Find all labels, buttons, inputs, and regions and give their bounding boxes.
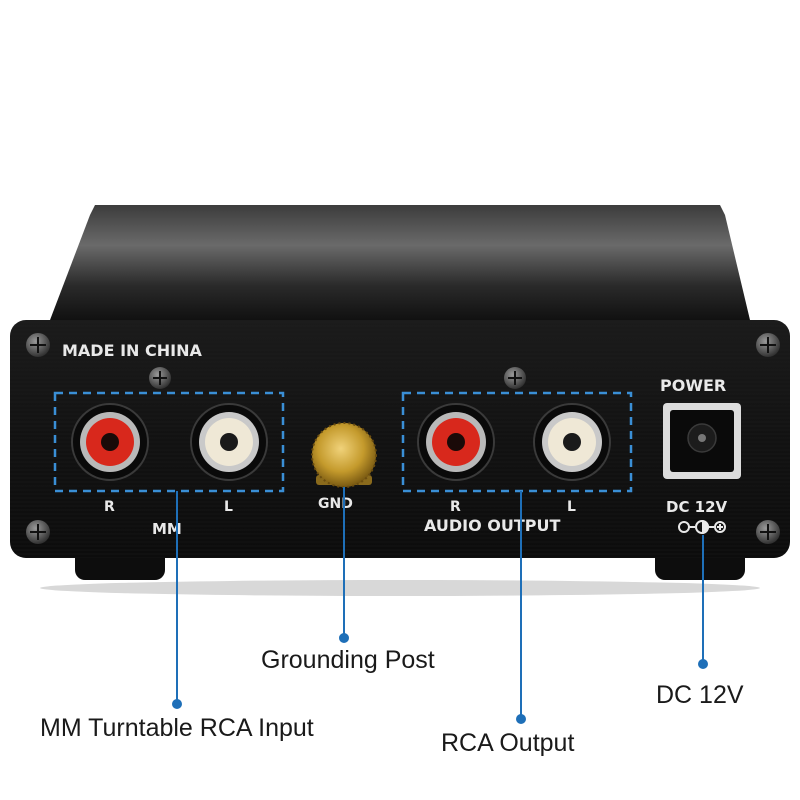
screw-icon <box>26 520 50 544</box>
ground-post-icon <box>311 422 377 488</box>
screw-icon <box>756 333 780 357</box>
mm-left-label: L <box>224 499 233 515</box>
made-in-label: MADE IN CHINA <box>62 341 202 360</box>
power-label: POWER <box>660 376 726 395</box>
output-group-label: AUDIO OUTPUT <box>424 516 561 535</box>
chassis-top <box>50 205 750 320</box>
polarity-icon <box>678 520 726 534</box>
rca-jack-white-icon <box>533 403 611 481</box>
mm-group-label: MM <box>152 520 182 538</box>
dc-spec-label: DC 12V <box>666 498 728 516</box>
mm-input-callout: MM Turntable RCA Input <box>40 714 314 742</box>
mm-input-box <box>53 391 285 493</box>
output-box <box>401 391 633 493</box>
mm-right-label: R <box>104 499 115 515</box>
gnd-label: GND <box>318 496 353 512</box>
rca-jack-white-icon <box>190 403 268 481</box>
rca-output-callout: RCA Output <box>441 729 575 757</box>
leader-dot <box>172 699 182 709</box>
dc-input-callout: DC 12V <box>656 681 744 709</box>
leader-dot <box>698 659 708 669</box>
grounding-post-callout: Grounding Post <box>261 646 435 674</box>
floor-shadow <box>40 580 760 596</box>
screw-icon <box>149 367 171 389</box>
out-left-label: L <box>567 499 576 515</box>
out-right-label: R <box>450 499 461 515</box>
leader-lines <box>176 487 704 718</box>
screw-icon <box>756 520 780 544</box>
screw-icon <box>26 333 50 357</box>
screw-icon <box>504 367 526 389</box>
dc-jack-icon <box>663 403 741 479</box>
leader-dot <box>516 714 526 724</box>
rca-jack-red-icon <box>417 403 495 481</box>
leader-dot <box>339 633 349 643</box>
rca-jack-red-icon <box>71 403 149 481</box>
